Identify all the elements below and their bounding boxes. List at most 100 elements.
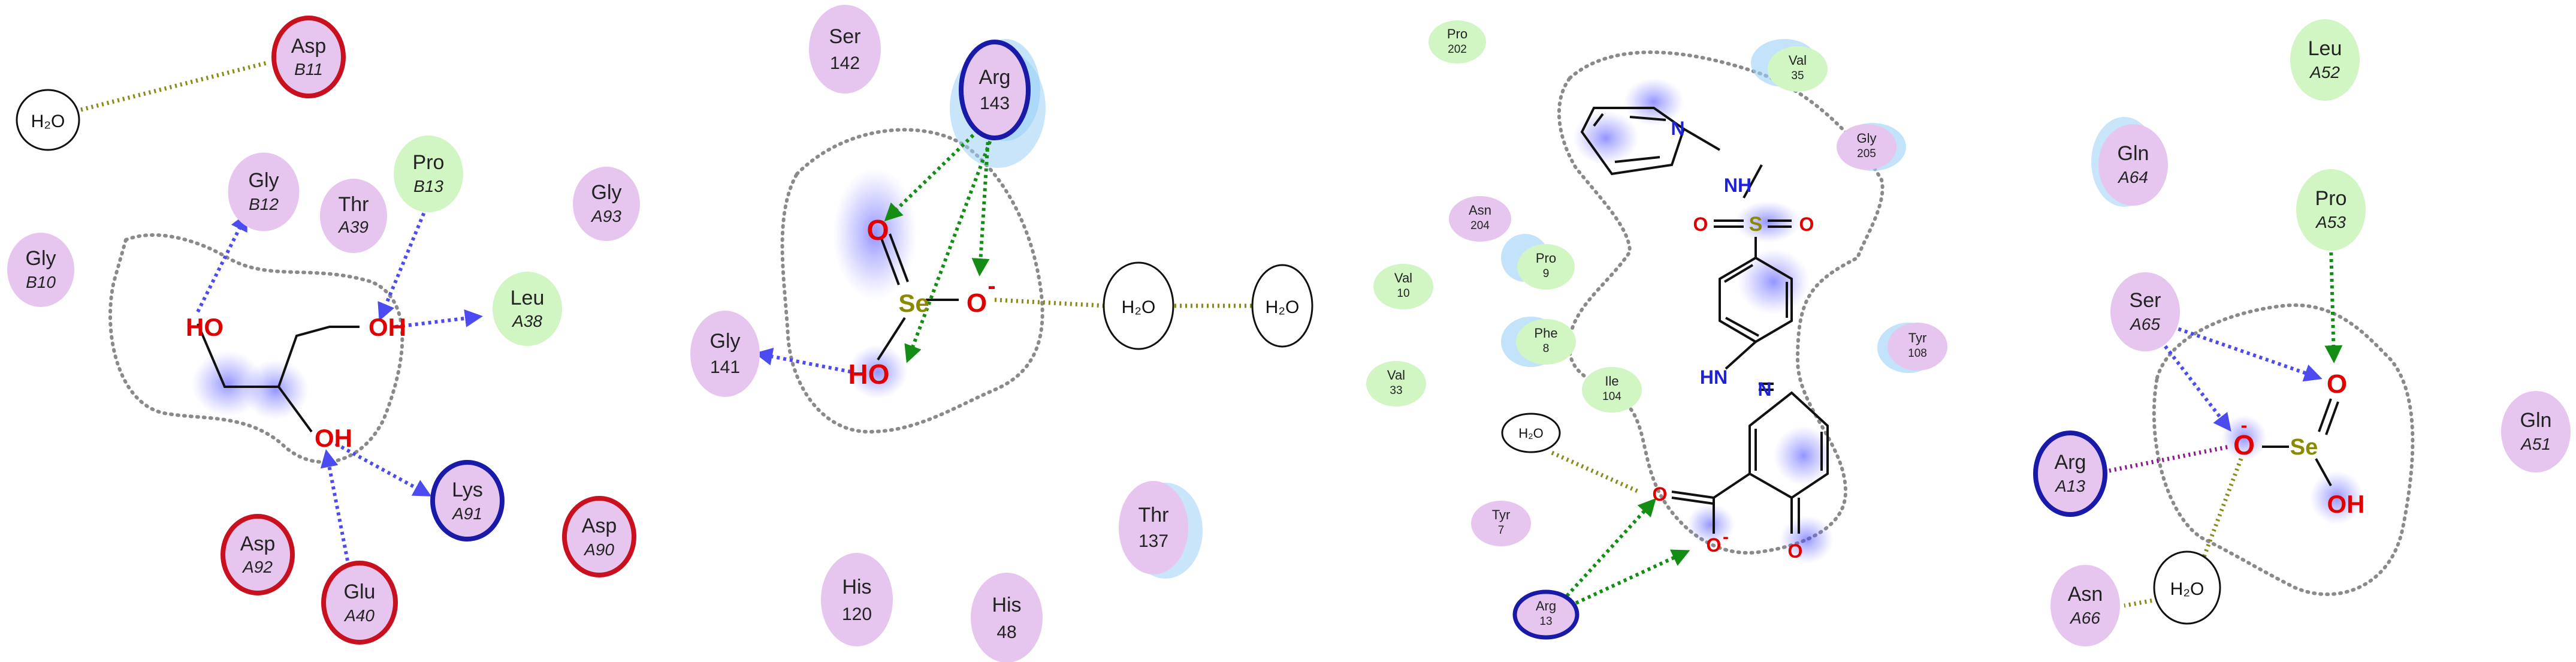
residue-his-120: His 120 <box>821 553 893 646</box>
svg-text:204: 204 <box>1470 219 1490 232</box>
svg-text:Pro: Pro <box>413 151 445 174</box>
svg-text:Thr: Thr <box>339 193 369 216</box>
svg-text:104: 104 <box>1602 390 1621 403</box>
svg-text:NH: NH <box>1724 174 1751 196</box>
svg-text:Pro: Pro <box>1447 26 1467 41</box>
residue-thr-a39: Thr A39 <box>320 179 387 253</box>
svg-text:A13: A13 <box>2054 477 2085 495</box>
residue-gly-141: Gly 141 <box>690 311 760 397</box>
water-molecule: H₂O <box>16 89 80 151</box>
svg-text:H₂O: H₂O <box>1518 426 1544 441</box>
residue-leu-a38: Leu A38 <box>493 272 562 346</box>
binding-pocket-outline <box>2152 303 2415 597</box>
svg-text:A91: A91 <box>451 504 482 523</box>
svg-text:Arg: Arg <box>979 66 1011 89</box>
svg-text:Se: Se <box>898 289 929 317</box>
ligand-atom-label: HO <box>186 313 224 341</box>
svg-text:H₂O: H₂O <box>1122 297 1156 317</box>
binding-pocket-outline <box>108 233 404 464</box>
residue-gly-b12: Gly B12 <box>228 152 300 231</box>
svg-text:Arg: Arg <box>2055 451 2086 474</box>
svg-text:A39: A39 <box>337 218 369 236</box>
residue-arg-a13: Arg A13 <box>2033 431 2107 517</box>
svg-text:A90: A90 <box>583 540 614 559</box>
panel-sulfonamide: N NH S O O HN N O O - O H₂O Pro 202 Val … <box>1366 20 1947 640</box>
svg-text:OH: OH <box>2327 490 2365 518</box>
water-molecule: H₂O <box>1251 264 1313 348</box>
residue-glu-a40: Glu A40 <box>321 561 398 645</box>
svg-text:Asp: Asp <box>240 532 276 555</box>
ligand-atom-label: OH <box>315 424 352 452</box>
residue-gly-b10: Gly B10 <box>7 233 74 307</box>
residue-lys-a91: Lys A91 <box>430 460 505 541</box>
water-molecule: H₂O <box>2153 550 2221 625</box>
svg-text:A51: A51 <box>2520 435 2551 453</box>
svg-text:Asp: Asp <box>582 514 617 537</box>
residue-ser-142: Ser 142 <box>809 5 881 94</box>
residue-arg-13: Arg 13 <box>1512 589 1580 640</box>
svg-text:Val: Val <box>1789 53 1807 68</box>
svg-text:Lys: Lys <box>452 479 483 501</box>
svg-text:Tyr: Tyr <box>1492 507 1511 522</box>
svg-text:Tyr: Tyr <box>1908 330 1927 345</box>
residue-tyr-108: Tyr 108 <box>1888 323 1947 371</box>
residue-asn-204: Asn 204 <box>1449 196 1511 242</box>
svg-text:Thr: Thr <box>1138 504 1169 526</box>
svg-text:A93: A93 <box>590 207 621 225</box>
svg-text:S: S <box>1749 213 1763 236</box>
svg-text:His: His <box>842 576 871 598</box>
svg-text:HN: HN <box>1700 366 1728 388</box>
svg-text:8: 8 <box>1543 342 1550 355</box>
svg-text:O: O <box>2233 429 2255 461</box>
svg-text:10: 10 <box>1397 287 1409 300</box>
svg-text:13: 13 <box>1539 615 1552 628</box>
residue-arg-143: Arg 143 <box>959 39 1040 141</box>
svg-text:Se: Se <box>2290 435 2318 460</box>
residue-tyr-7: Tyr 7 <box>1471 501 1531 546</box>
svg-text:A92: A92 <box>241 558 273 576</box>
svg-text:-: - <box>1723 527 1729 547</box>
svg-text:A40: A40 <box>343 606 375 625</box>
ligand-atom-label: OH <box>369 313 406 341</box>
svg-text:108: 108 <box>1908 347 1927 360</box>
svg-text:33: 33 <box>1390 384 1402 397</box>
svg-text:A38: A38 <box>511 312 542 330</box>
binding-pocket-outline <box>780 128 1044 434</box>
svg-text:Gly: Gly <box>1857 131 1877 146</box>
svg-text:141: 141 <box>710 357 740 377</box>
residue-val-33: Val 33 <box>1366 361 1426 407</box>
residue-ile-104: Ile 104 <box>1582 367 1642 413</box>
svg-text:Ser: Ser <box>829 25 861 48</box>
svg-text:Val: Val <box>1394 270 1412 285</box>
svg-text:9: 9 <box>1543 267 1550 280</box>
residue-thr-137: Thr 137 <box>1119 481 1188 574</box>
svg-text:A52: A52 <box>2309 63 2340 82</box>
panel-selenite-2: O - O Se OH H₂O Leu A52 Gln A64 Pro A53 … <box>2033 19 2571 646</box>
svg-text:B12: B12 <box>249 195 279 213</box>
svg-text:O: O <box>1653 483 1668 505</box>
svg-text:HO: HO <box>848 359 890 390</box>
residue-ser-a65: Ser A65 <box>2110 272 2180 351</box>
svg-text:Pro: Pro <box>2315 187 2347 210</box>
svg-text:O: O <box>1788 540 1803 562</box>
panel-selenite-1: O Se O - HO H₂O H₂O Ser 142 Arg 143 Gly <box>690 5 1313 662</box>
svg-text:202: 202 <box>1448 43 1467 56</box>
residue-leu-a52: Leu A52 <box>2290 19 2360 101</box>
svg-text:Leu: Leu <box>511 287 545 309</box>
svg-text:O: O <box>2327 369 2347 399</box>
svg-text:Arg: Arg <box>1536 598 1556 613</box>
svg-text:A53: A53 <box>2315 213 2346 231</box>
svg-text:35: 35 <box>1791 70 1804 82</box>
svg-text:B13: B13 <box>413 177 443 195</box>
residue-his-48: His 48 <box>971 573 1043 662</box>
svg-text:Ile: Ile <box>1605 374 1618 389</box>
residue-gly-205: Gly 205 <box>1837 124 1896 170</box>
svg-text:O: O <box>1707 534 1722 556</box>
svg-text:A65: A65 <box>2129 315 2160 333</box>
svg-text:Gly: Gly <box>26 247 56 270</box>
residue-asn-a66: Asn A66 <box>2050 565 2120 646</box>
svg-text:O: O <box>1799 213 1814 235</box>
residue-pro-b13: Pro B13 <box>394 136 463 212</box>
residue-pro-a53: Pro A53 <box>2296 169 2366 251</box>
